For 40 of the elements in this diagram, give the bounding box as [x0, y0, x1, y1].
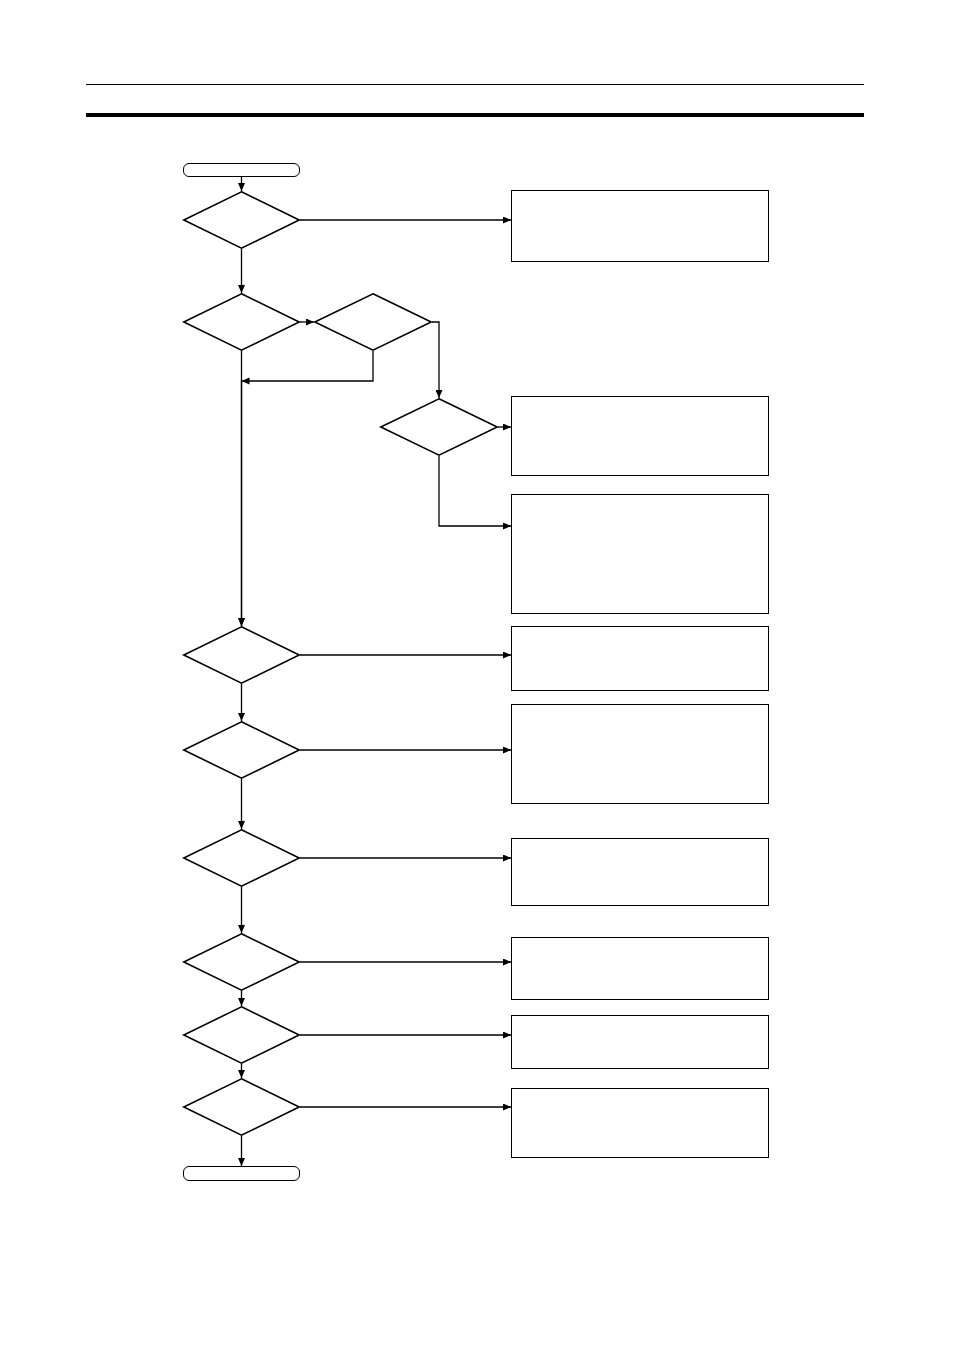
arrow: [238, 1135, 245, 1167]
process-box: [511, 396, 769, 476]
decision-diamond: [183, 1078, 300, 1136]
decision-diamond: [183, 626, 300, 684]
arrow: [438, 455, 512, 530]
process-box: [511, 494, 769, 614]
arrow: [299, 1031, 512, 1039]
decision-diamond: [314, 293, 432, 351]
terminal-capsule: [183, 1166, 300, 1181]
decision-diamond: [183, 829, 300, 887]
arrow: [299, 854, 512, 862]
arrow: [299, 958, 512, 966]
arrow: [238, 886, 245, 934]
decision-diamond: [183, 293, 300, 351]
decision-diamond: [183, 1006, 300, 1064]
arrow: [299, 318, 315, 326]
arrow: [238, 683, 245, 722]
arrow: [299, 1103, 512, 1111]
terminal-capsule: [183, 163, 300, 177]
arrow: [238, 176, 245, 192]
arrow: [238, 1063, 245, 1079]
arrow: [299, 651, 512, 659]
process-box: [511, 1015, 769, 1069]
decision-diamond: [183, 721, 300, 779]
arrow: [497, 423, 512, 431]
arrow: [431, 321, 443, 399]
arrow: [238, 990, 245, 1007]
process-box: [511, 1088, 769, 1158]
process-box: [511, 190, 769, 262]
arrow: [299, 216, 512, 224]
arrow: [299, 746, 512, 754]
decision-diamond: [380, 398, 498, 456]
process-box: [511, 838, 769, 906]
arrow: [238, 778, 245, 830]
decision-diamond: [183, 191, 300, 249]
decision-diamond: [183, 933, 300, 991]
process-box: [511, 704, 769, 804]
arrow: [238, 248, 245, 294]
process-box: [511, 937, 769, 1000]
process-box: [511, 626, 769, 691]
